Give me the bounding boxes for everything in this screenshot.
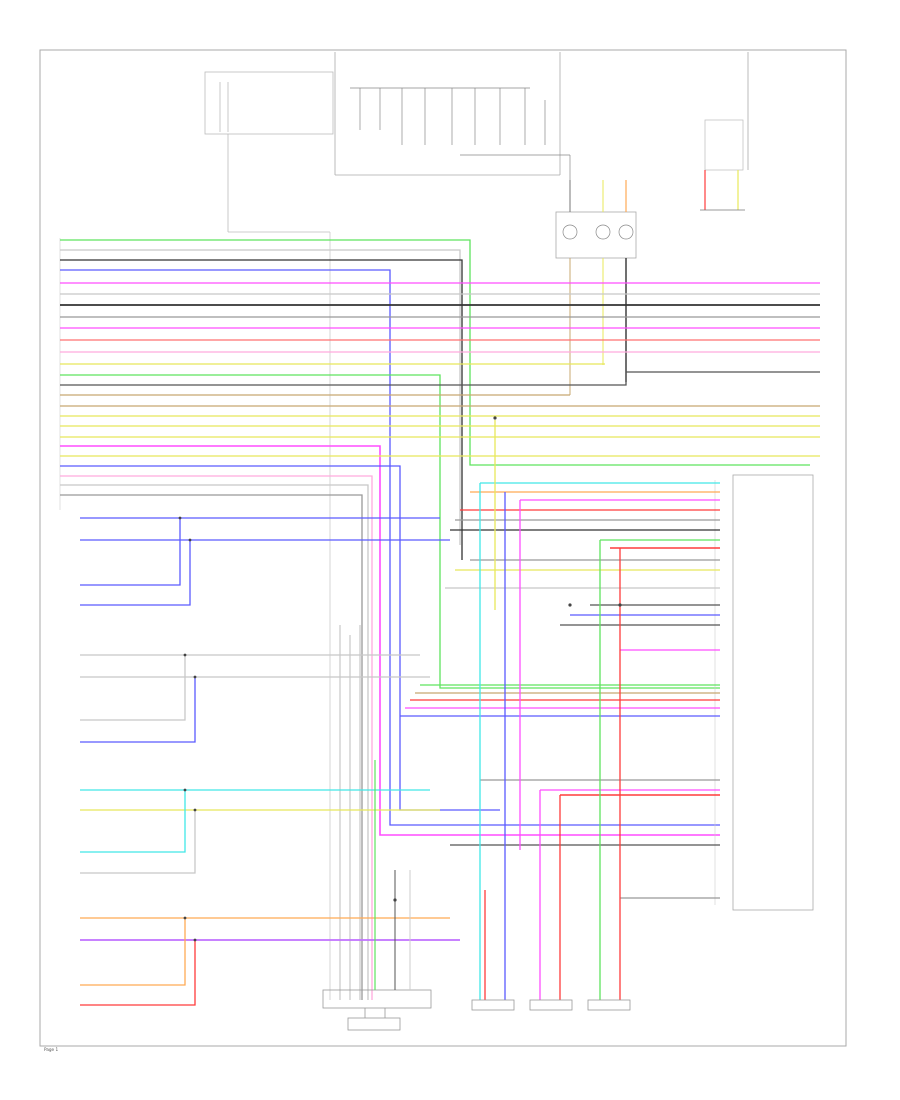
fuse-box: [204, 71, 334, 1000]
left-speaker-wires: [80, 517, 460, 1006]
switch-box: [334, 52, 571, 205]
center-connector: [555, 180, 637, 395]
diagram-frame: [39, 49, 847, 1047]
main-amp-module: [322, 760, 432, 1031]
amplifier-connector: [714, 474, 814, 911]
amp-feed-wires: [400, 482, 720, 899]
page-id: Page 1: [44, 1047, 58, 1052]
speaker-drops: [339, 420, 621, 1000]
top-right-box: [700, 52, 749, 211]
bus-wires: [60, 239, 820, 1000]
splice-points: [178, 416, 622, 942]
bottom-speakers: [471, 999, 631, 1011]
